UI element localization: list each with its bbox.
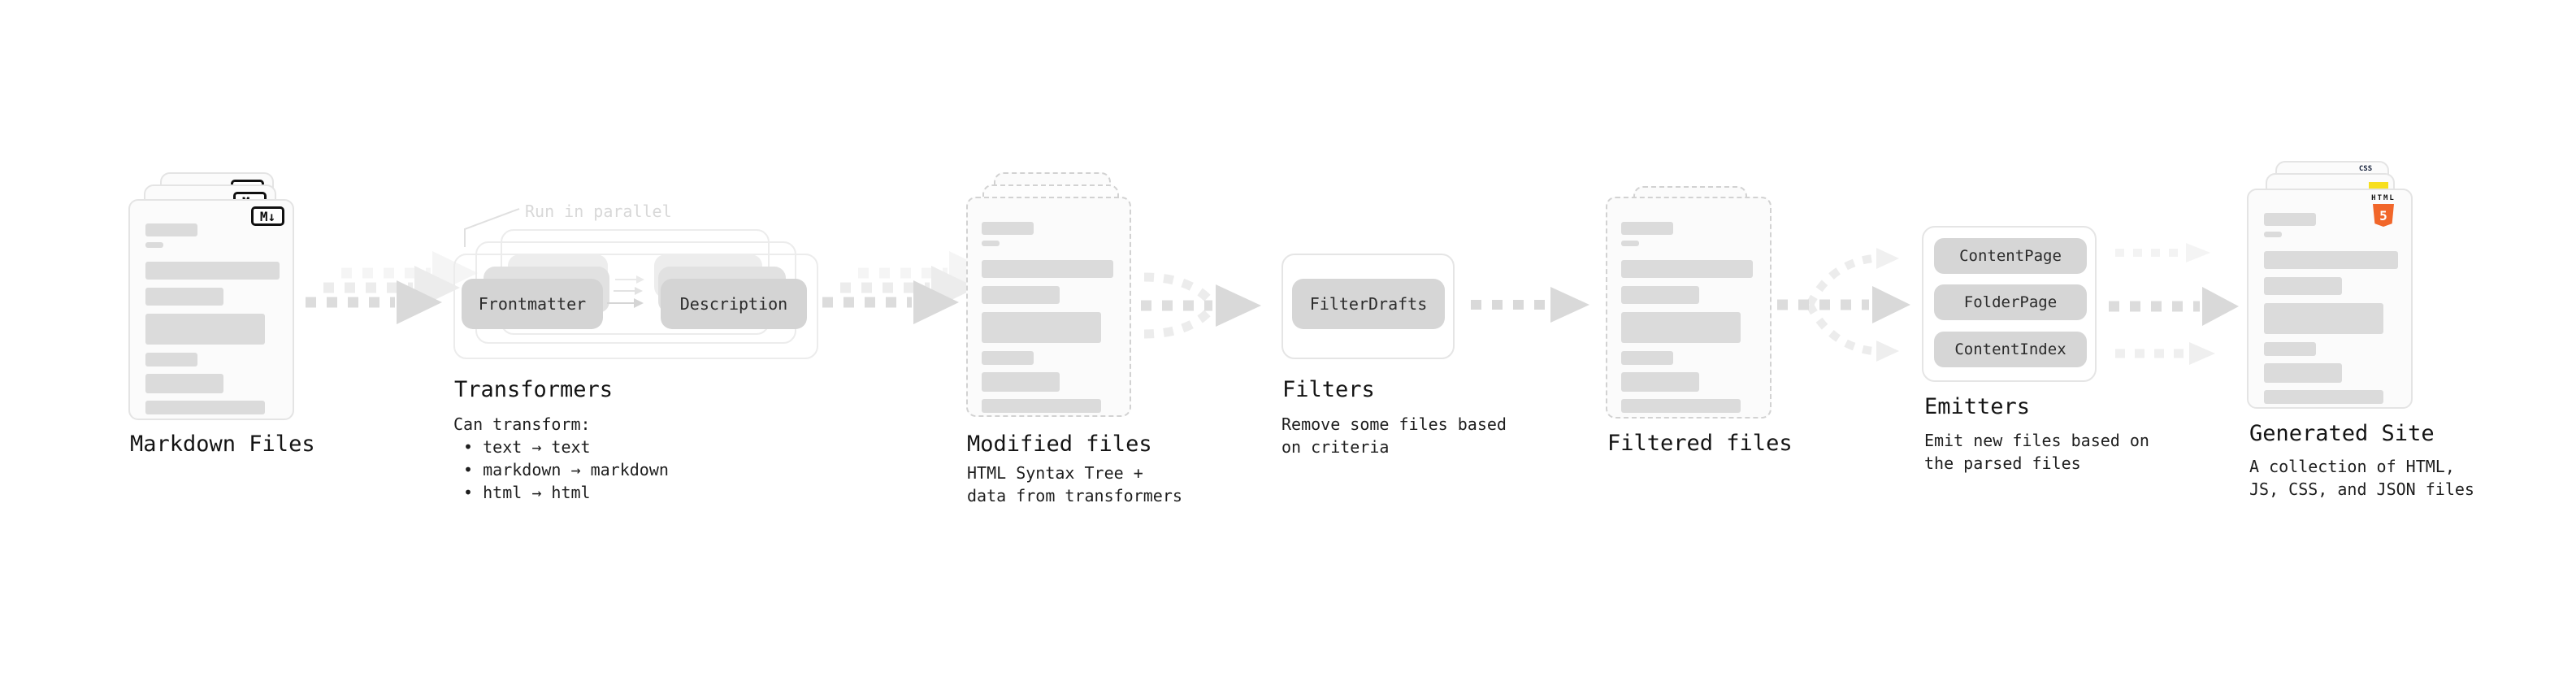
folderpage-pill: FolderPage — [1934, 284, 2087, 320]
merge-arrow-icon — [1141, 272, 1261, 339]
skeleton-bar — [982, 351, 1034, 365]
skeleton-bar — [2264, 390, 2383, 404]
skeleton-bar — [2264, 213, 2316, 226]
generated-file-card-front: HTML 5 — [2247, 189, 2413, 409]
fanout-arrow-icon — [1777, 248, 1910, 362]
generated-site-label: Generated Site — [2249, 421, 2435, 446]
skeleton-bar — [2264, 303, 2383, 334]
skeleton-bar — [2264, 342, 2316, 356]
skeleton-bar — [2264, 363, 2342, 383]
filtered-file-card — [1606, 197, 1772, 419]
stacked-arrow-icon — [306, 251, 478, 324]
skeleton-bar — [1621, 399, 1741, 413]
skeleton-bar — [1621, 222, 1673, 235]
emitters-caption: Emit new files based on the parsed files — [1924, 431, 2149, 473]
stacked-arrow-icon — [822, 251, 995, 324]
frontmatter-pill: Frontmatter — [462, 279, 603, 329]
skeleton-bar — [145, 262, 280, 280]
triple-arrow-icon — [2109, 243, 2239, 365]
generated-site-caption: A collection of HTML, JS, CSS, and JSON … — [2249, 457, 2474, 499]
skeleton-bar — [1621, 286, 1699, 304]
filtered-files-label: Filtered files — [1607, 431, 1793, 456]
skeleton-bar — [2264, 277, 2342, 295]
skeleton-bar — [982, 286, 1060, 304]
html5-badge-text: HTML — [2371, 194, 2396, 202]
skeleton-bar — [2264, 232, 2282, 237]
filterdrafts-pill: FilterDrafts — [1292, 279, 1445, 329]
modified-files-caption: HTML Syntax Tree + data from transformer… — [967, 463, 1182, 505]
transformer-frame-front — [453, 254, 818, 359]
emitters-label: Emitters — [1924, 394, 2031, 419]
contentpage-pill: ContentPage — [1934, 238, 2087, 274]
html5-shield: 5 — [2373, 204, 2394, 227]
skeleton-bar — [1621, 260, 1753, 278]
skeleton-bar — [1621, 372, 1699, 392]
skeleton-bar — [2264, 251, 2398, 269]
description-pill: Description — [661, 279, 807, 329]
skeleton-bar — [145, 374, 223, 393]
skeleton-bar — [982, 312, 1101, 343]
html5-number: 5 — [2379, 207, 2387, 223]
css-badge-text: CSS — [2358, 165, 2373, 173]
dashed-arrow-icon — [1471, 287, 1589, 323]
filters-label: Filters — [1282, 377, 1375, 402]
markdown-icon: M↓ — [251, 206, 284, 226]
skeleton-bar — [982, 260, 1113, 278]
skeleton-bar — [145, 288, 223, 306]
skeleton-bar — [982, 241, 1000, 246]
markdown-files-label: Markdown Files — [130, 432, 315, 457]
html5-icon: HTML 5 — [2364, 194, 2403, 227]
skeleton-bar — [982, 222, 1034, 235]
skeleton-bar — [145, 223, 197, 236]
skeleton-bar — [145, 401, 265, 414]
modified-file-card — [966, 197, 1131, 417]
skeleton-bar — [145, 314, 265, 345]
skeleton-bar — [145, 353, 197, 367]
markdown-file-card-front: M↓ — [128, 199, 294, 420]
callout-line — [464, 208, 520, 247]
skeleton-bar — [982, 372, 1060, 392]
transformers-label: Transformers — [454, 377, 614, 402]
transformers-caption: Can transform: • text → text • markdown … — [453, 414, 669, 502]
skeleton-bar — [145, 242, 163, 248]
parallel-arrows-icon — [607, 275, 644, 308]
modified-files-label: Modified files — [967, 432, 1152, 457]
skeleton-bar — [1621, 351, 1673, 365]
run-in-parallel-annotation: Run in parallel — [525, 202, 672, 221]
skeleton-bar — [1621, 312, 1741, 343]
filters-caption: Remove some files based on criteria — [1281, 414, 1507, 457]
contentindex-pill: ContentIndex — [1934, 332, 2087, 367]
skeleton-bar — [1621, 241, 1639, 246]
skeleton-bar — [982, 399, 1101, 413]
